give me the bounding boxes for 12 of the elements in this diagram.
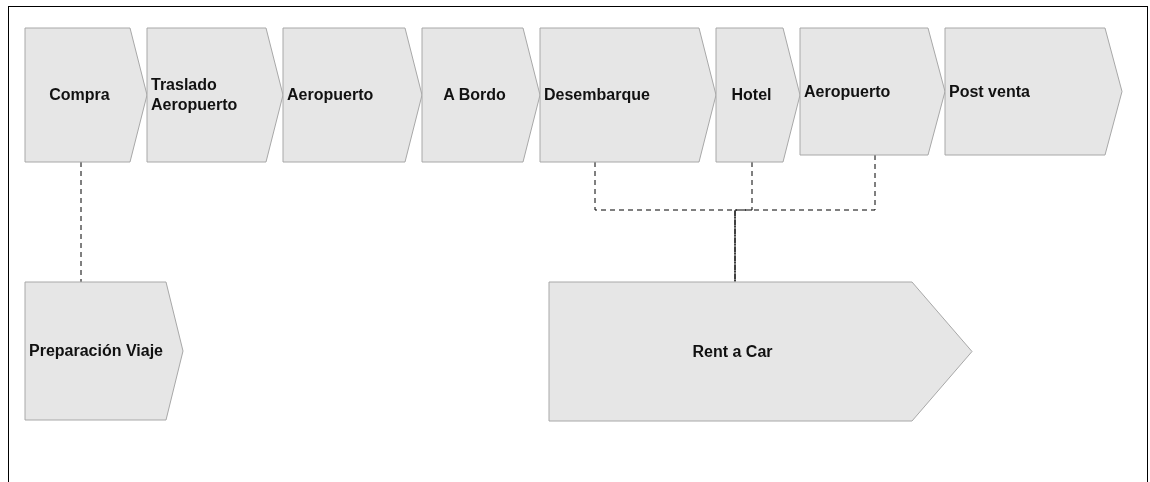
step-label: A Bordo	[443, 85, 506, 105]
step-label: Compra	[49, 85, 110, 105]
step-label: Traslado Aeropuerto	[151, 75, 239, 115]
dashed-connector	[80, 161, 82, 283]
step-label: Desembarque	[544, 85, 650, 105]
step-label: Hotel	[731, 85, 772, 105]
dashed-connector	[734, 154, 876, 283]
step-label: Preparación Viaje	[29, 341, 163, 361]
step-label: Aeropuerto	[287, 85, 374, 105]
step-label: Post venta	[949, 81, 1030, 102]
step-label: Aeropuerto	[804, 81, 891, 102]
step-label: Rent a Car	[692, 341, 773, 362]
